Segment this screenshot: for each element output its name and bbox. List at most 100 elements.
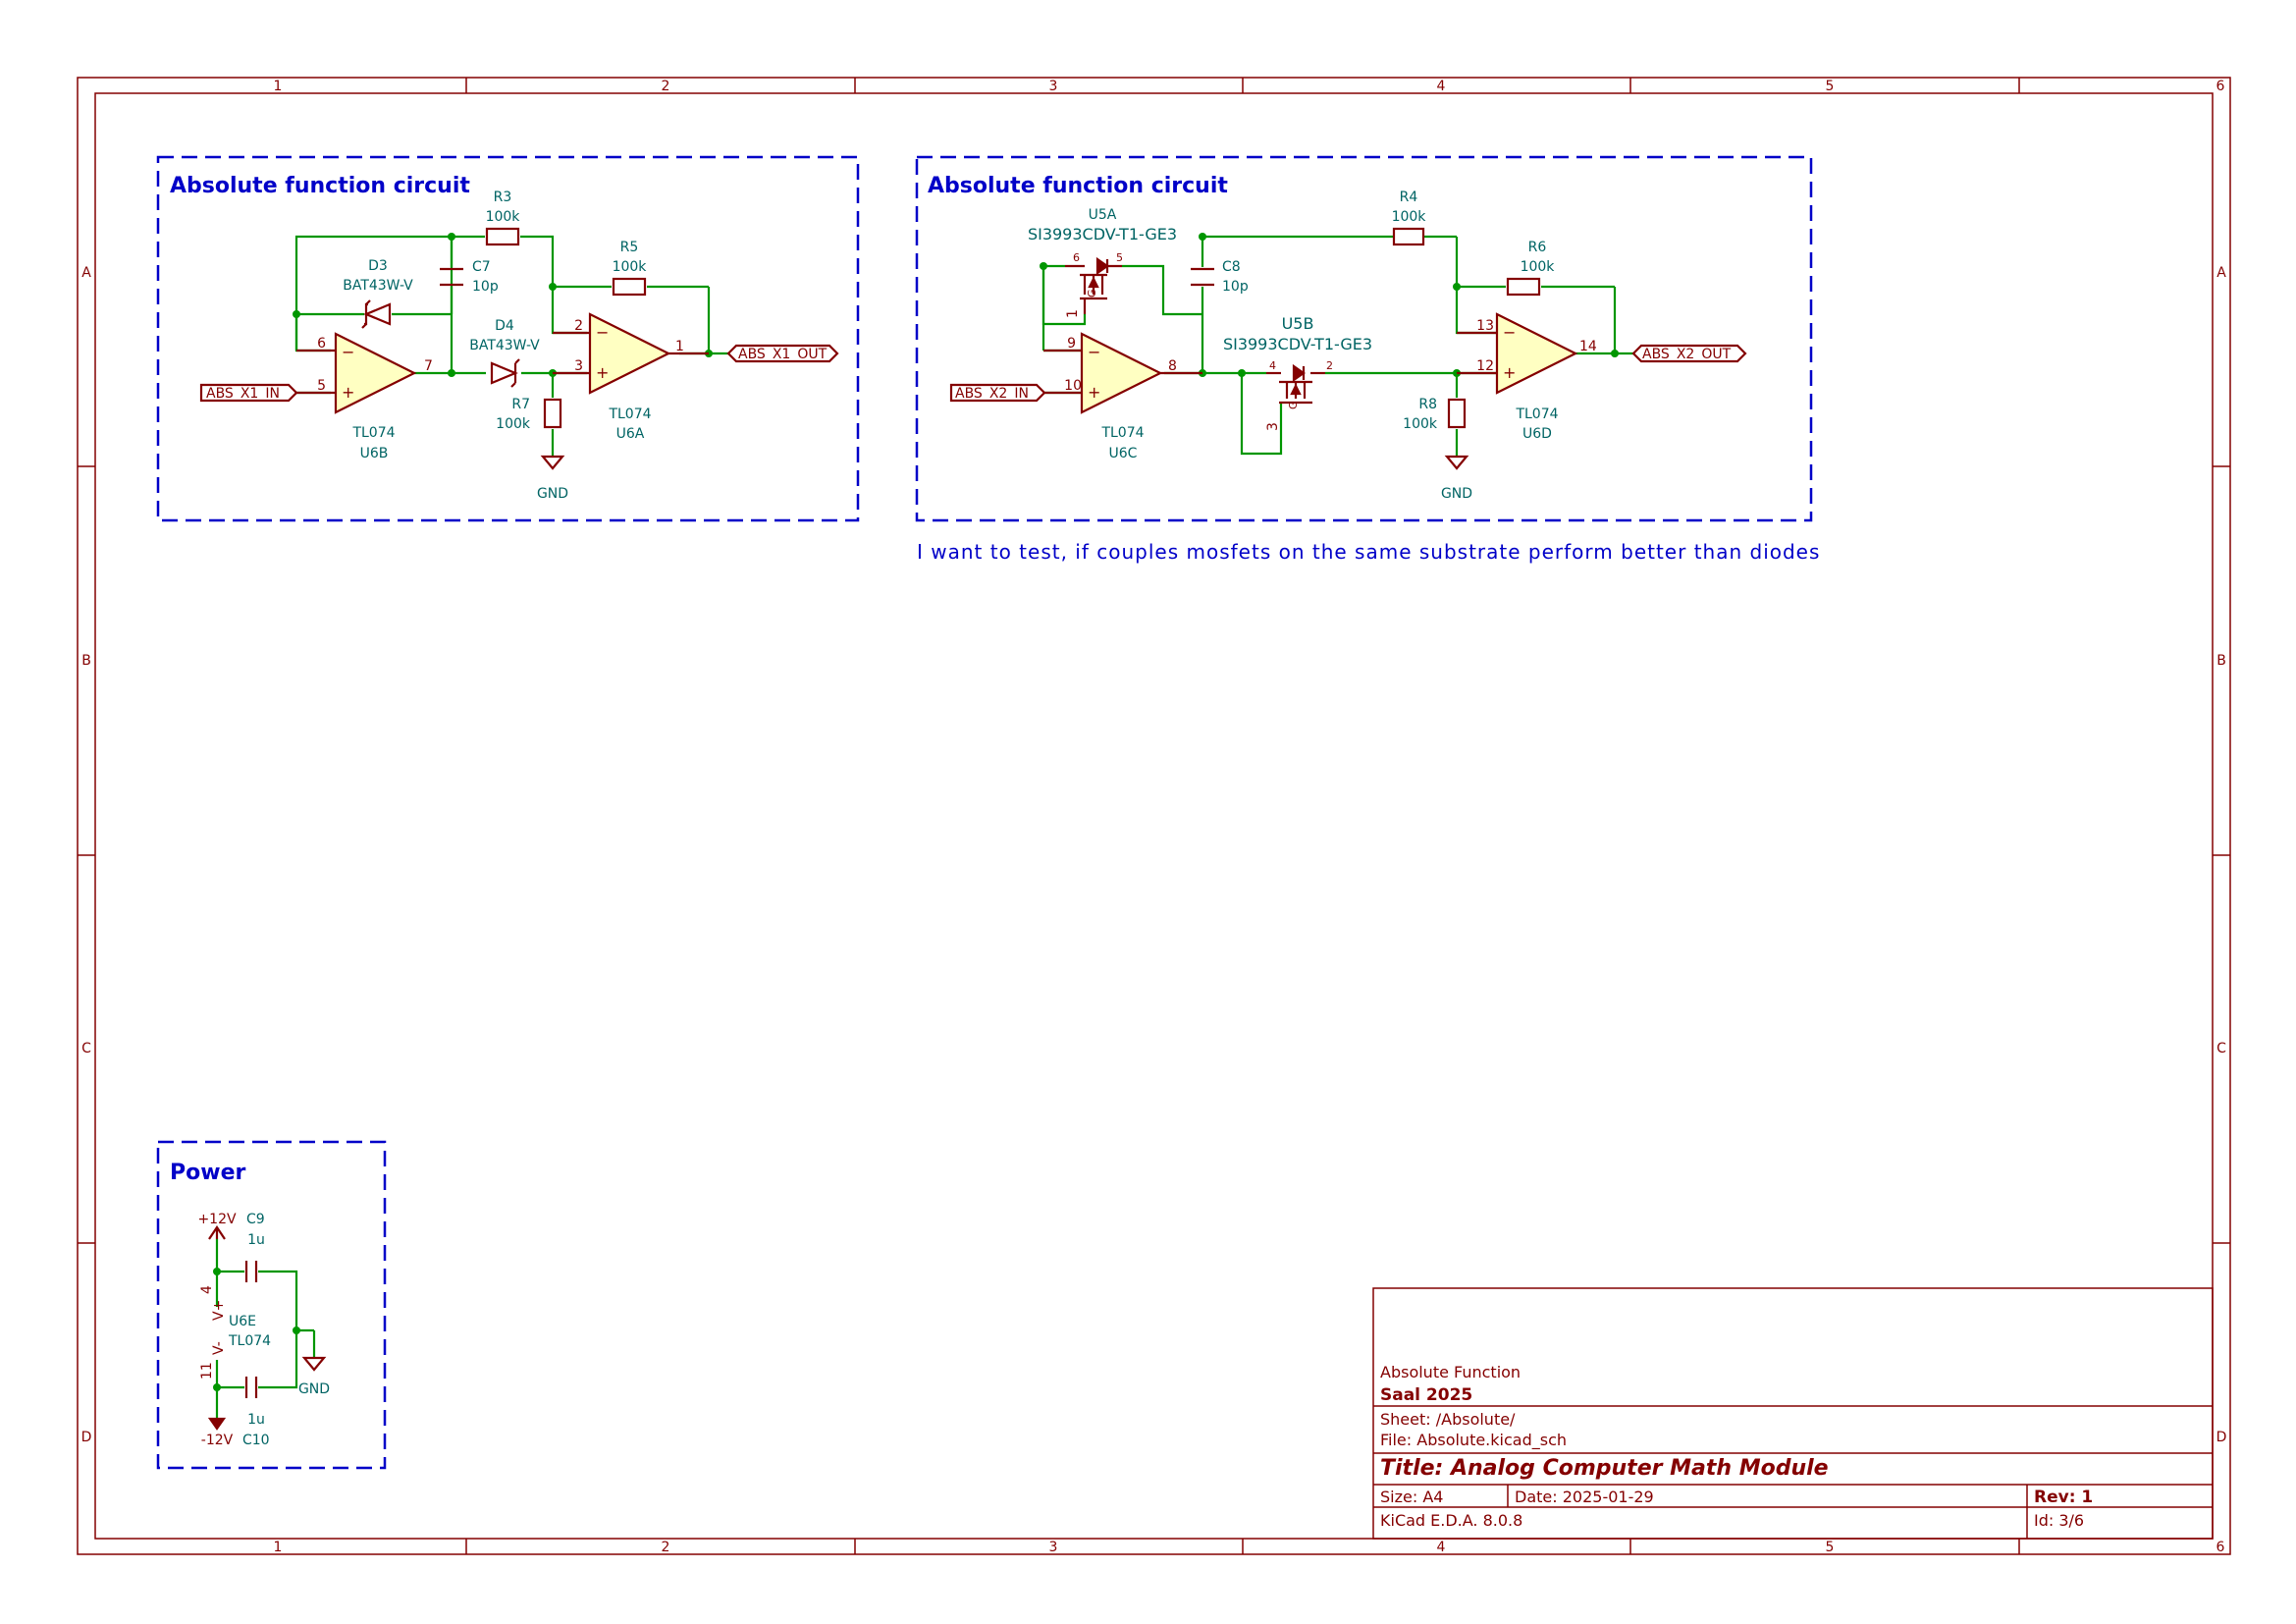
svg-text:−: − bbox=[596, 323, 609, 342]
absolute-circuit-block-1[interactable]: Absolute function circuit bbox=[156, 155, 860, 522]
junctions bbox=[213, 1268, 300, 1391]
ground-symbol[interactable]: GND bbox=[298, 1356, 330, 1397]
block-title: Absolute function circuit bbox=[928, 174, 1228, 198]
col-label: 1 bbox=[274, 1540, 283, 1555]
value-label: 100k bbox=[486, 209, 521, 225]
value-label: BAT43W-V bbox=[343, 278, 413, 294]
svg-text:+: + bbox=[342, 383, 354, 402]
power-symbol-plus12v[interactable]: +12V bbox=[197, 1212, 237, 1240]
svg-text:−: − bbox=[1088, 343, 1100, 361]
pin-number: 6 bbox=[317, 336, 326, 352]
net-label-abs-x1-in[interactable]: ABS_X1_IN bbox=[199, 383, 298, 403]
block-title: Power bbox=[170, 1161, 245, 1185]
pin-number: 2 bbox=[1326, 359, 1333, 372]
mosfet-u5b[interactable]: 3 G 4 2 U5B SI3993CDV-T1-GE3 bbox=[1223, 314, 1372, 431]
resistor-r5[interactable]: R5 100k bbox=[613, 240, 648, 297]
opamp-u6b[interactable]: − + 6 5 7 TL074 U6B bbox=[296, 332, 433, 461]
block-title: Absolute function circuit bbox=[170, 174, 470, 198]
resistor-r6[interactable]: R6 100k bbox=[1506, 240, 1555, 297]
opamp-power-unit-u6e[interactable]: 4 V+ 11 V- U6E TL074 bbox=[199, 1285, 271, 1380]
value-label: TL074 bbox=[1100, 425, 1144, 441]
revision: Rev: 1 bbox=[2034, 1488, 2093, 1507]
ref-label: R4 bbox=[1400, 189, 1418, 205]
col-label: 3 bbox=[1049, 79, 1058, 94]
col-label: 5 bbox=[1826, 79, 1835, 94]
value-label: 100k bbox=[496, 416, 531, 432]
value-label: TL074 bbox=[608, 406, 651, 422]
pin-number: 2 bbox=[574, 318, 583, 334]
row-label: A bbox=[2216, 265, 2226, 281]
ground-symbol[interactable]: GND bbox=[537, 455, 568, 502]
value-label: TL074 bbox=[228, 1333, 271, 1349]
mosfet-u5a[interactable]: 1 G 6 5 U5A SI3993CDV-T1-GE3 bbox=[1028, 207, 1177, 318]
row-ticks bbox=[78, 465, 2230, 1244]
resistor-r7[interactable]: R7 100k bbox=[496, 397, 562, 432]
schottky-diode-d4[interactable]: D4 BAT43W-V bbox=[469, 318, 540, 388]
capacitor-c8[interactable]: C8 10p bbox=[1191, 259, 1249, 295]
rail-label: +12V bbox=[197, 1212, 237, 1227]
col-label: 3 bbox=[1049, 1540, 1058, 1555]
resistor-r8[interactable]: R8 100k bbox=[1403, 397, 1467, 432]
net-label-abs-x2-out[interactable]: ABS_X2_OUT bbox=[1631, 344, 1747, 363]
pin-number: 11 bbox=[199, 1362, 215, 1380]
ref-label: R7 bbox=[511, 397, 530, 412]
pin-number: 14 bbox=[1579, 339, 1597, 354]
capacitor-c7[interactable]: C7 10p bbox=[440, 259, 499, 295]
pin-number: 9 bbox=[1067, 336, 1076, 352]
col-label: 5 bbox=[1826, 1540, 1835, 1555]
ref-label: R3 bbox=[494, 189, 512, 205]
row-label: B bbox=[2216, 653, 2226, 669]
row-label: D bbox=[81, 1430, 92, 1445]
pin-number: 3 bbox=[1265, 422, 1281, 431]
ref-label: U5B bbox=[1282, 314, 1314, 333]
svg-text:ABS_X2_OUT: ABS_X2_OUT bbox=[1642, 347, 1732, 362]
value-label: 100k bbox=[613, 259, 648, 275]
company: Saal 2025 bbox=[1380, 1385, 1472, 1405]
svg-text:ABS_X2_IN: ABS_X2_IN bbox=[955, 386, 1029, 402]
ref-label: R8 bbox=[1418, 397, 1437, 412]
col-label: 4 bbox=[1437, 79, 1446, 94]
pin-number: 10 bbox=[1064, 378, 1082, 394]
pin-number: 4 bbox=[1269, 359, 1276, 372]
value-label: BAT43W-V bbox=[469, 338, 540, 353]
tool-version: KiCad E.D.A. 8.0.8 bbox=[1380, 1511, 1522, 1530]
ref-label: C10 bbox=[242, 1433, 270, 1448]
schottky-diode-d3[interactable]: D3 BAT43W-V bbox=[343, 258, 413, 329]
value-label: SI3993CDV-T1-GE3 bbox=[1028, 225, 1177, 244]
absolute-circuit-block-2[interactable]: Absolute function circuit I want to test… bbox=[915, 155, 1820, 564]
pin-number: 4 bbox=[199, 1285, 215, 1294]
ref-label: U6E bbox=[229, 1314, 256, 1329]
capacitor-c10[interactable]: C10 1u bbox=[242, 1377, 270, 1448]
pin-number: 1 bbox=[675, 339, 684, 354]
net-label-abs-x1-out[interactable]: ABS_X1_OUT bbox=[726, 344, 839, 363]
row-label: C bbox=[2216, 1041, 2226, 1056]
value-label: TL074 bbox=[351, 425, 395, 441]
pin-number: 5 bbox=[317, 378, 326, 394]
value-label: 10p bbox=[1222, 279, 1249, 295]
ref-label: U6B bbox=[360, 446, 389, 461]
column-ticks bbox=[465, 78, 2020, 1554]
resistor-r4[interactable]: R4 100k bbox=[1392, 189, 1427, 246]
opamp-u6a[interactable]: − + 2 3 1 TL074 U6A bbox=[553, 312, 709, 442]
junctions bbox=[293, 233, 713, 377]
ref-label: U6C bbox=[1109, 446, 1138, 461]
pin-number: 5 bbox=[1116, 251, 1123, 264]
resistor-r3[interactable]: R3 100k bbox=[486, 189, 521, 246]
col-label: 6 bbox=[2216, 79, 2225, 94]
svg-text:+: + bbox=[1503, 363, 1516, 382]
ground-symbol[interactable]: GND bbox=[1441, 455, 1472, 502]
capacitor-c9[interactable]: C9 1u bbox=[244, 1212, 265, 1282]
ref-label: U5A bbox=[1089, 207, 1117, 223]
opamp-u6d[interactable]: − + 13 12 14 TL074 U6D bbox=[1457, 312, 1597, 442]
svg-text:G: G bbox=[1287, 401, 1300, 409]
opamp-u6c[interactable]: − + 9 10 8 TL074 U6C bbox=[1043, 332, 1202, 461]
power-symbol-minus12v[interactable]: -12V bbox=[201, 1417, 234, 1448]
pin-number: 6 bbox=[1073, 251, 1080, 264]
pin-number: 13 bbox=[1476, 318, 1494, 334]
col-label: 4 bbox=[1437, 1540, 1446, 1555]
value-label: 1u bbox=[247, 1412, 265, 1428]
block-outline bbox=[156, 1140, 387, 1470]
power-block[interactable]: Power +12V -12V bbox=[156, 1140, 387, 1470]
svg-text:−: − bbox=[1503, 323, 1516, 342]
